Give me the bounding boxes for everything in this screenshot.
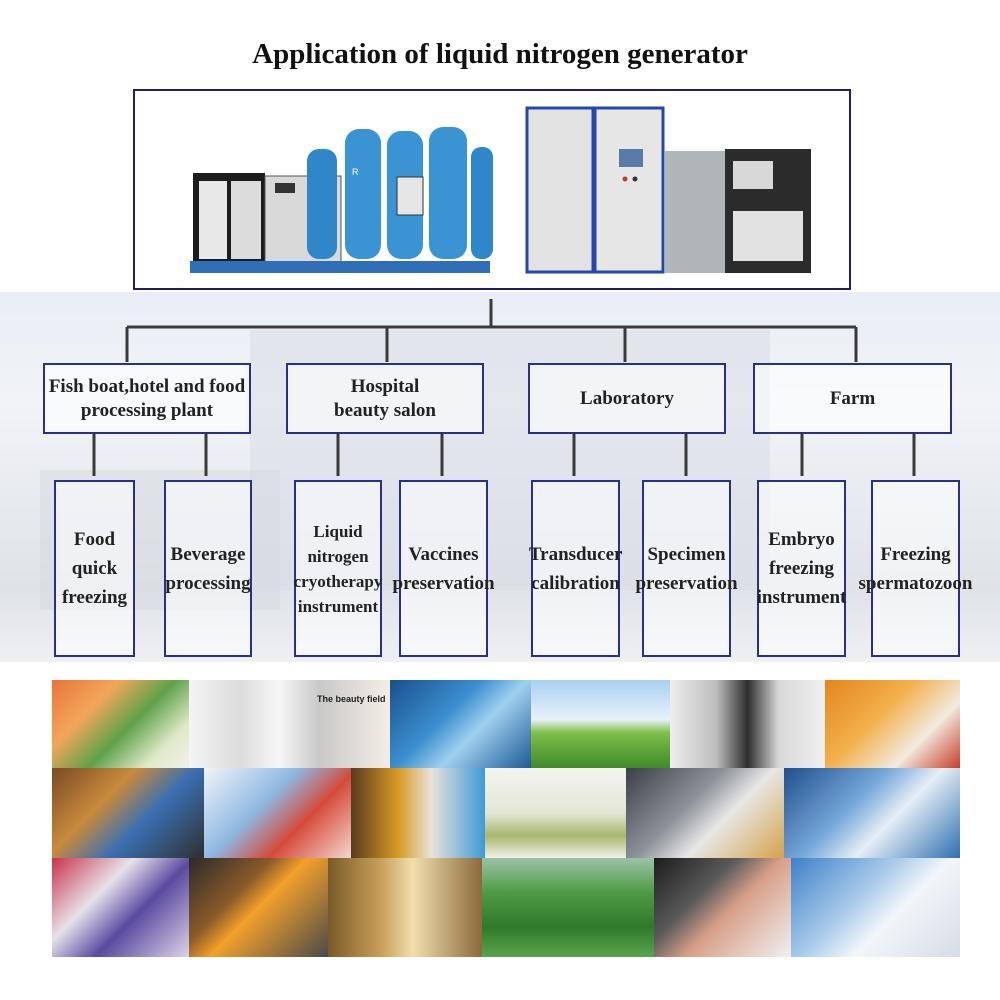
application-beverage-processing: Beverage processing bbox=[164, 480, 252, 657]
application-food-quick-freezing: Food quick freezing bbox=[54, 480, 135, 657]
beauty-field-photo: The beauty field bbox=[189, 680, 390, 768]
application-transducer-calibration: Transducer calibration bbox=[529, 480, 622, 657]
application-embryo-freezing-instrument: Embryo freezing instrument bbox=[757, 480, 846, 657]
brewery-tanks-photo bbox=[328, 858, 482, 957]
page-title: Application of liquid nitrogen generator bbox=[252, 38, 748, 70]
equipment-logo: R bbox=[352, 167, 359, 177]
application-freezing-spermatozoon: Freezing spermatozoon bbox=[859, 480, 973, 657]
specimen-jars-photo bbox=[485, 768, 626, 858]
category-hospital-beauty-salon: Hospital beauty salon bbox=[286, 363, 484, 434]
frozen-berries-photo bbox=[52, 858, 189, 957]
nitrogen-generator-equipment-image: R bbox=[190, 106, 811, 274]
farm-field-tractor-photo bbox=[482, 858, 654, 957]
lab-instruments-photo bbox=[670, 680, 825, 768]
application-vaccines-preservation: Vaccines preservation bbox=[393, 480, 495, 657]
category-laboratory: Laboratory bbox=[528, 363, 726, 434]
application-cryotherapy-instrument: Liquid nitrogen cryotherapy instrument bbox=[294, 480, 382, 657]
category-farm: Farm bbox=[753, 363, 952, 434]
application-specimen-preservation: Specimen preservation bbox=[635, 480, 738, 657]
bottling-line-photo bbox=[189, 858, 328, 957]
microscope-lab-photo bbox=[626, 768, 784, 858]
equipment-image-frame: R bbox=[133, 89, 851, 290]
specimen-samples-photo bbox=[351, 768, 485, 858]
vaccine-virus-photo bbox=[204, 768, 351, 858]
lab-vials-photo bbox=[390, 680, 531, 768]
sample-transport-case-photo bbox=[825, 680, 960, 768]
frozen-vegetables-photo bbox=[52, 680, 189, 768]
nitrogen-dessert-photo bbox=[654, 858, 791, 957]
laboratory-glassware-photo bbox=[784, 768, 960, 858]
category-food-processing: Fish boat,hotel and food processing plan… bbox=[43, 363, 251, 434]
beauty-field-caption: The beauty field bbox=[317, 694, 386, 704]
farm-cows-photo bbox=[531, 680, 670, 768]
beverage-factory-photo bbox=[52, 768, 204, 858]
cryogenic-sample-photo bbox=[791, 858, 960, 957]
